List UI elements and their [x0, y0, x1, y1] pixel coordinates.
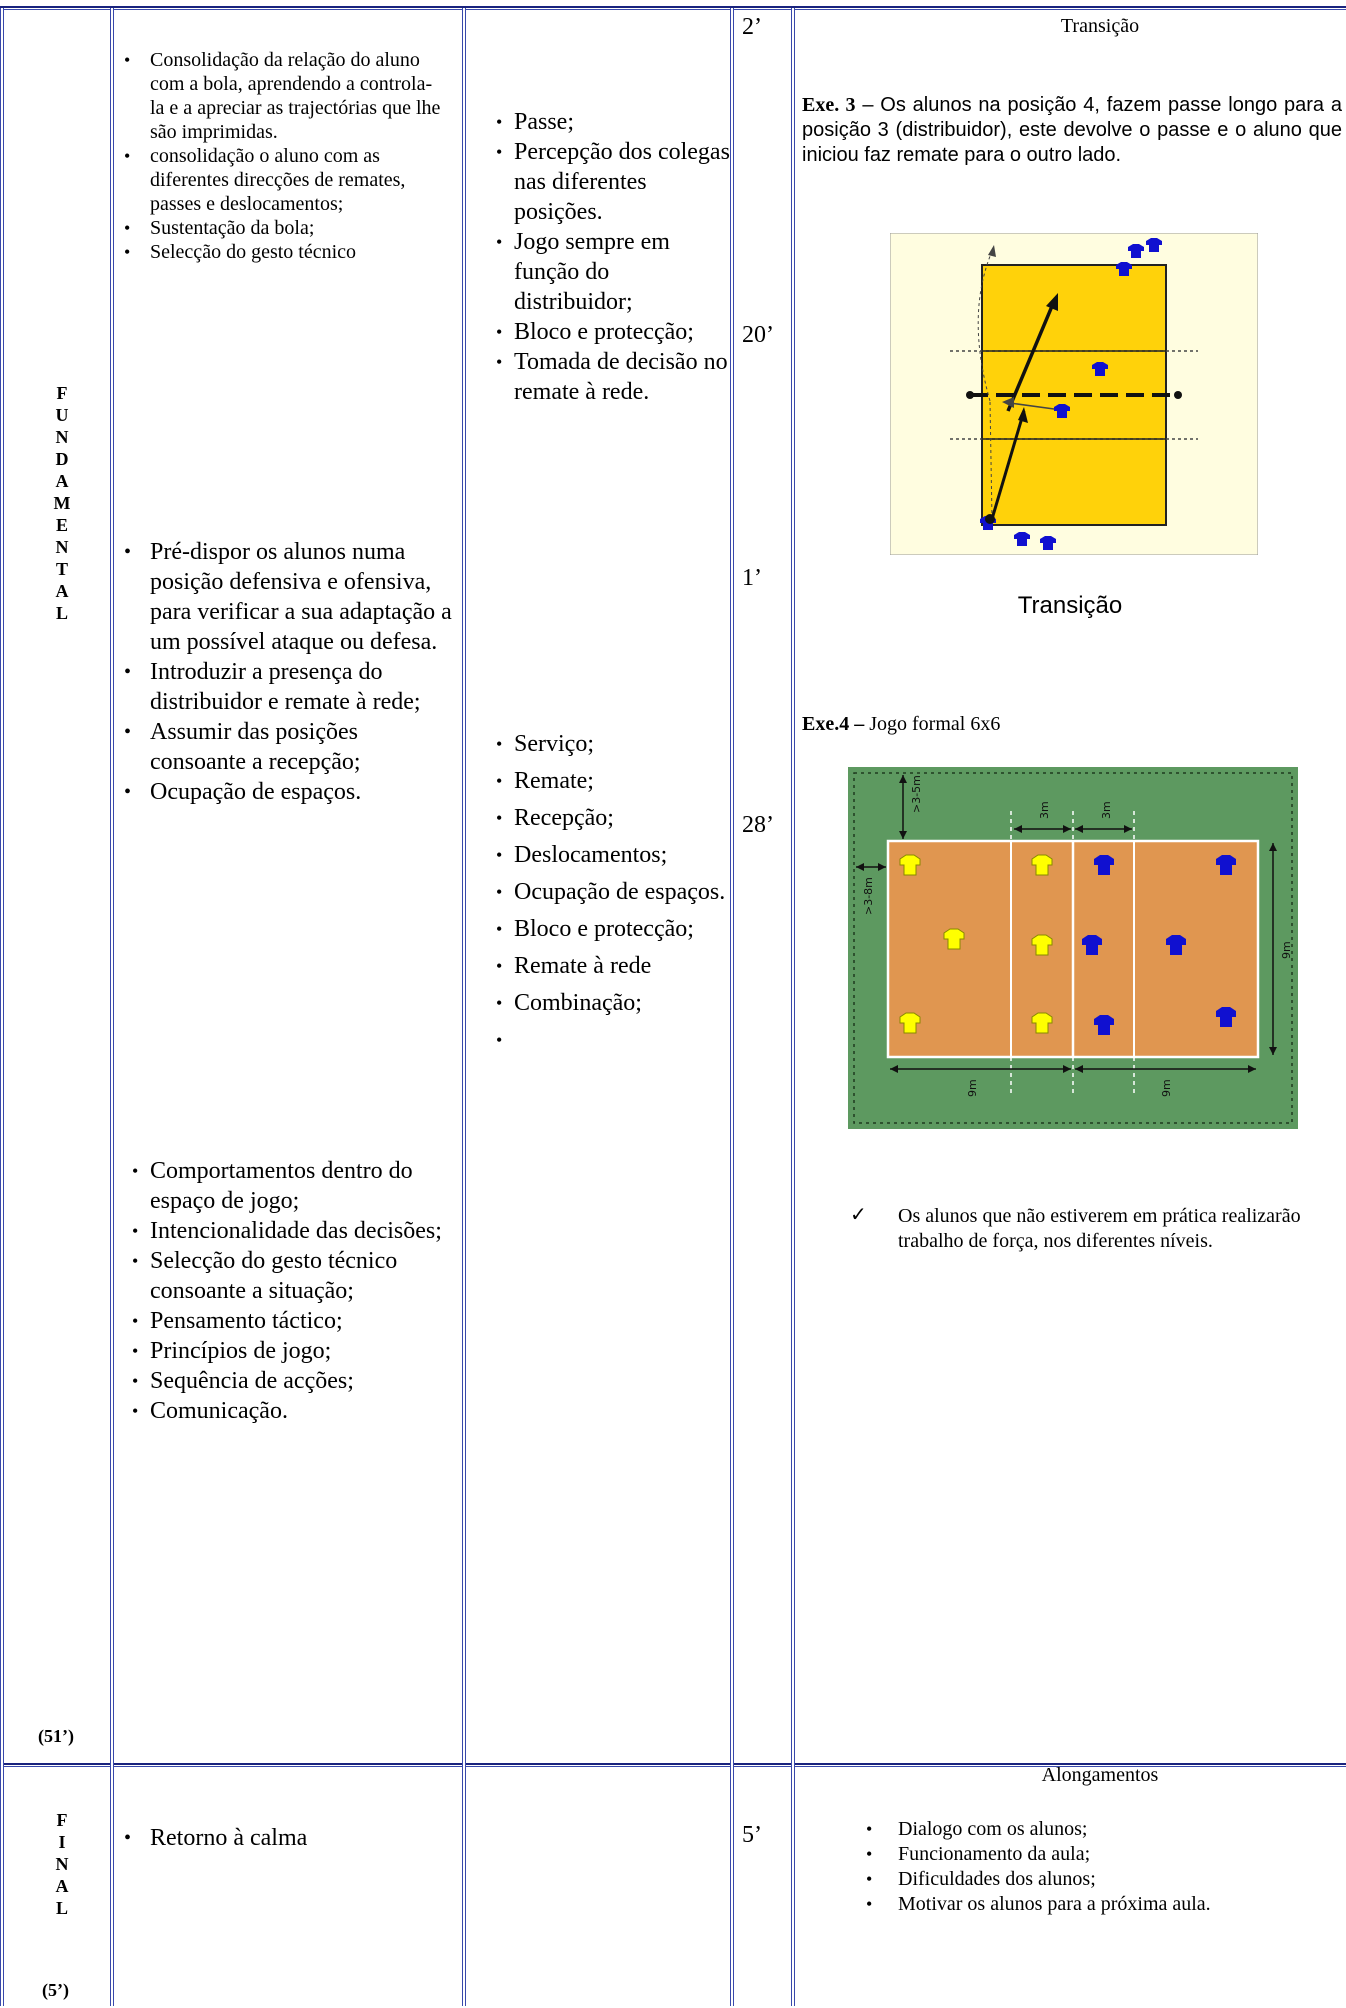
objective-item: Intencionalidade das decisões; — [126, 1216, 456, 1246]
content-item: Deslocamentos; — [490, 840, 730, 871]
objectives-list-2: Pré-dispor os alunos numa posição defens… — [116, 537, 456, 807]
content-item: Ocupação de espaços. — [490, 877, 730, 908]
content-item: Bloco e protecção; — [490, 914, 730, 945]
time-20min: 20’ — [742, 322, 774, 348]
objective-item: consolidação o aluno com as diferentes d… — [116, 144, 446, 216]
exercise-3-diagram — [890, 233, 1258, 555]
phase-duration-fundamental: (51’) — [38, 1726, 74, 1746]
objective-item: Retorno à calma — [116, 1823, 456, 1853]
final-activity-item: Dificuldades dos alunos; — [848, 1867, 1328, 1892]
final-activities-list: Dialogo com os alunos;Funcionamento da a… — [848, 1817, 1328, 1917]
objectives-list-3: Comportamentos dentro do espaço de jogo;… — [126, 1156, 456, 1426]
table-top-border — [0, 6, 1346, 10]
contents-list-2: Serviço; Remate; Recepção; Deslocamentos; Oc… — [490, 729, 730, 1062]
phase-letter: N — [55, 537, 69, 557]
content-item: Percepção dos colegas nas diferentes pos… — [490, 137, 730, 227]
column-border-2 — [110, 8, 114, 2006]
row-divider — [0, 1763, 1346, 1767]
phase-letter: L — [55, 603, 68, 623]
objective-item: Sequência de acções; — [126, 1366, 456, 1396]
objective-item: Selecção do gesto técnico — [116, 240, 446, 264]
phase-letter: F — [56, 1810, 68, 1830]
court-label-width: 9m — [1280, 941, 1293, 959]
content-item: Remate; — [490, 766, 730, 797]
phase-letter: U — [55, 405, 69, 425]
objective-item: Pensamento táctico; — [126, 1306, 456, 1336]
content-item: Passe; — [490, 107, 730, 137]
objective-item: Selecção do gesto técnico consoante a si… — [126, 1246, 456, 1306]
phase-letter: M — [53, 493, 71, 513]
court-label-top-margin: >3-5m — [910, 775, 923, 813]
objectives-list-final: Retorno à calma — [116, 1823, 456, 1853]
phase-letter: L — [55, 1898, 68, 1918]
phase-letter: T — [55, 559, 68, 579]
column-border-1 — [0, 8, 4, 2006]
court-label-attack-left: 3m — [1038, 801, 1051, 819]
content-item: Jogo sempre em função do distribuidor; — [490, 227, 730, 317]
exercise-3-text: – Os alunos na posição 4, fazem passe lo… — [802, 94, 1342, 166]
objective-item: Consolidação da relação do aluno com a b… — [116, 48, 446, 144]
content-item: Serviço; — [490, 729, 730, 760]
exercise-4-description: Exe.4 – Jogo formal 6x6 — [802, 713, 1000, 736]
phase-letter: F — [56, 383, 68, 403]
exercise-4-label: Exe.4 – — [802, 713, 865, 735]
time-2min: 2’ — [742, 14, 762, 40]
phase-letter: A — [55, 471, 69, 491]
contents-list-1: Passe;Percepção dos colegas nas diferent… — [490, 107, 730, 407]
exercise-4-court-diagram: >3-5m >3-8m 3m 3m 9m 9m 9m — [848, 767, 1298, 1129]
content-item: Bloco e protecção; — [490, 317, 730, 347]
objective-item: Assumir das posições consoante a recepçã… — [116, 717, 456, 777]
court-label-side-margin: >3-8m — [862, 877, 875, 915]
phase-letter: D — [55, 449, 69, 469]
phase-letter: I — [58, 1832, 66, 1852]
column-border-3 — [462, 8, 466, 2006]
phase-letter: A — [55, 581, 69, 601]
exercise-4-text: Jogo formal 6x6 — [864, 713, 1001, 735]
court-label-length-left: 9m — [966, 1079, 979, 1097]
exercise-3-label: Exe. 3 — [802, 94, 856, 116]
court-label-length-right: 9m — [1160, 1079, 1173, 1097]
content-item: Remate à rede — [490, 951, 730, 982]
note-text: Os alunos que não estiverem em prática r… — [898, 1205, 1301, 1252]
time-5min: 5’ — [742, 1822, 762, 1848]
phase-letter: E — [55, 515, 68, 535]
column-border-5 — [791, 8, 795, 2006]
phase-duration-final: (5’) — [42, 1980, 69, 2000]
content-item: Recepção; — [490, 803, 730, 834]
content-item: Tomada de decisão no remate à rede. — [490, 347, 730, 407]
phase-letter: A — [55, 1876, 69, 1896]
objective-item: Comportamentos dentro do espaço de jogo; — [126, 1156, 456, 1216]
objective-item: Princípios de jogo; — [126, 1336, 456, 1366]
final-activity-item: Dialogo com os alunos; — [848, 1817, 1328, 1842]
objectives-list-1: Consolidação da relação do aluno com a b… — [116, 48, 446, 264]
phase-letter: N — [55, 427, 69, 447]
phase-letter: N — [55, 1854, 69, 1874]
content-item — [490, 1025, 730, 1056]
transition-heading: Transição — [1060, 15, 1140, 37]
objective-item: Pré-dispor os alunos numa posição defens… — [116, 537, 456, 657]
final-activity-item: Motivar os alunos para a próxima aula. — [848, 1892, 1328, 1917]
exercise-3-description: Exe. 3 – Os alunos na posição 4, fazem p… — [802, 93, 1342, 168]
column-border-4 — [730, 8, 734, 2006]
time-1min: 1’ — [742, 565, 762, 591]
check-icon: ✓ — [850, 1204, 867, 1226]
objective-item: Sustentação da bola; — [116, 216, 446, 240]
time-28min: 28’ — [742, 812, 774, 838]
objective-item: Comunicação. — [126, 1396, 456, 1426]
objective-item: Ocupação de espaços. — [116, 777, 456, 807]
content-item: Combinação; — [490, 988, 730, 1019]
objective-item: Introduzir a presença do distribuidor e … — [116, 657, 456, 717]
final-activity-item: Funcionamento da aula; — [848, 1842, 1328, 1867]
court-label-attack-right: 3m — [1100, 801, 1113, 819]
transition-caption: Transição — [1017, 592, 1123, 619]
final-activities-title: Alongamentos — [1041, 1764, 1159, 1786]
